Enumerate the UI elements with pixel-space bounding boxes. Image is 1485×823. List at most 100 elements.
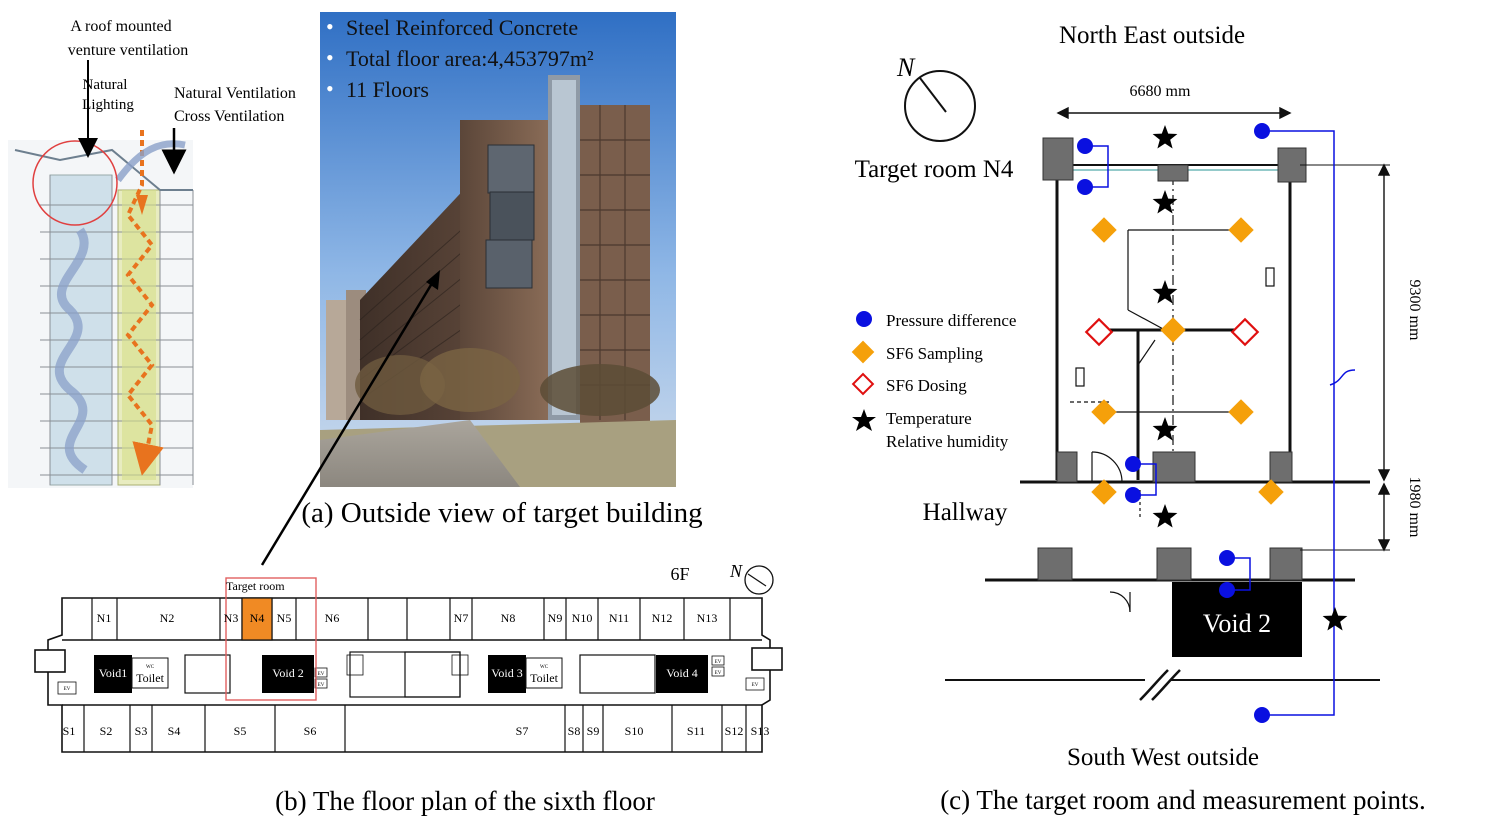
- pressure-point: [1219, 550, 1235, 566]
- void-3: [488, 655, 526, 693]
- dimensions: [1056, 106, 1391, 552]
- ev-label-6: EV: [752, 683, 759, 688]
- floor-plan: [34, 597, 783, 753]
- photo-bullet-glyph-1: •: [326, 14, 334, 39]
- pointer-line: [260, 279, 436, 566]
- target-room-label: Target room: [226, 579, 285, 593]
- void-2: [262, 655, 314, 693]
- legend-dosing-marker: [851, 372, 875, 396]
- pressure-point: [1125, 487, 1141, 503]
- room-n10: N10: [572, 611, 593, 625]
- legend-dosing: SF6 Dosing: [886, 376, 967, 395]
- room-n6: N6: [325, 611, 340, 625]
- building-photo: • Steel Reinforced Concrete • Total floo…: [260, 12, 676, 566]
- photo-bullet-2: Total floor area:4,453797m²: [346, 46, 594, 71]
- dosing-point: [1230, 317, 1260, 347]
- room-n11: N11: [609, 611, 629, 625]
- building-section-diagram: A roof mounted venture ventilation Natur…: [8, 18, 296, 488]
- room-s13: S13: [751, 724, 770, 738]
- temperature-point: [1152, 125, 1178, 149]
- pressure-point: [1254, 123, 1270, 139]
- room-s12: S12: [725, 724, 744, 738]
- target-room-n4: [241, 597, 273, 641]
- temperature-point: [1152, 190, 1178, 214]
- room-s5: S5: [234, 724, 247, 738]
- void-3-label: Void 3: [491, 666, 522, 680]
- sampling-point: [1228, 217, 1254, 243]
- legend-pressure-marker: [856, 311, 872, 327]
- caption-c: (c) The target room and measurement poin…: [940, 785, 1426, 815]
- room-s11: S11: [687, 724, 705, 738]
- void-1: [94, 655, 132, 693]
- compass-large: N: [896, 53, 976, 142]
- legend-humidity: Relative humidity: [886, 432, 1009, 451]
- room-s9: S9: [587, 724, 600, 738]
- room-n12: N12: [652, 611, 673, 625]
- dim-hall-label: 1980 mm: [1406, 477, 1423, 538]
- void-4-label: Void 4: [666, 666, 697, 680]
- room-n9: N9: [548, 611, 563, 625]
- legend-temp: Temperature: [886, 409, 972, 428]
- legend-sampling-marker: [851, 340, 875, 364]
- sampling-point: [1160, 317, 1186, 343]
- room-s7: S7: [516, 724, 529, 738]
- dim-height-label: 9300 mm: [1406, 280, 1423, 341]
- pressure-point: [1219, 582, 1235, 598]
- room-s10: S10: [625, 724, 644, 738]
- natural-ventilation-label: Natural Ventilation: [174, 85, 296, 102]
- roof-vent-label: A roof mounted: [70, 18, 171, 35]
- room-n2: N2: [160, 611, 175, 625]
- legend-sampling: SF6 Sampling: [886, 344, 983, 363]
- toilet-label-1: Toilet: [136, 671, 164, 685]
- ev-label-3: EV: [318, 683, 325, 688]
- pressure-point: [1077, 179, 1093, 195]
- void-2-block: [1172, 582, 1302, 657]
- legend-pressure: Pressure difference: [886, 311, 1016, 330]
- cross-ventilation-label: Cross Ventilation: [174, 108, 284, 125]
- temperature-point: [1152, 417, 1178, 441]
- room-n13: N13: [697, 611, 718, 625]
- wc-label-1: WC: [146, 665, 155, 670]
- photo-bullet-glyph-2: •: [326, 45, 334, 70]
- temperature-point: [1152, 504, 1178, 528]
- room-n8: N8: [501, 611, 516, 625]
- caption-a: (a) Outside view of target building: [301, 497, 702, 529]
- ev-label-5: EV: [715, 671, 722, 676]
- room-n7: N7: [454, 611, 469, 625]
- sampling-point: [1228, 399, 1254, 425]
- ev-label-2: EV: [318, 672, 325, 677]
- north-east-label: North East outside: [1059, 22, 1245, 49]
- photo-bullet-glyph-3: •: [326, 76, 334, 101]
- temperature-point: [1152, 280, 1178, 304]
- ev-label-4: EV: [715, 660, 722, 665]
- natural-lighting-label: Natural: [83, 77, 128, 93]
- void-4: [656, 655, 708, 693]
- north-label-large: N: [896, 53, 916, 82]
- pressure-point: [1077, 138, 1093, 154]
- room-s4: S4: [168, 724, 181, 738]
- sampling-point: [1091, 217, 1117, 243]
- north-label-small: N: [729, 561, 743, 581]
- legend: Pressure difference SF6 Sampling SF6 Dos…: [851, 311, 1016, 451]
- room-s2: S2: [100, 724, 113, 738]
- roof-vent-label-2: venture ventilation: [68, 42, 188, 59]
- room-s8: S8: [568, 724, 581, 738]
- toilet-label-2: Toilet: [530, 671, 558, 685]
- photo-bullet-1: Steel Reinforced Concrete: [346, 15, 578, 40]
- pressure-point: [1125, 456, 1141, 472]
- room-s3: S3: [135, 724, 148, 738]
- dosing-point: [1084, 317, 1114, 347]
- room-s1: S1: [63, 724, 76, 738]
- wc-label-2: WC: [540, 665, 549, 670]
- void-2-large-label: Void 2: [1203, 609, 1271, 638]
- temperature-point: [1322, 607, 1348, 631]
- pressure-point: [1254, 707, 1270, 723]
- compass-small: [744, 565, 774, 595]
- room-n5: N5: [277, 611, 292, 625]
- target-room-n4-label: Target room N4: [855, 156, 1014, 183]
- room-n3: N3: [224, 611, 239, 625]
- target-room-box: [225, 577, 317, 701]
- photo-bullet-3: 11 Floors: [346, 77, 429, 102]
- columns: [1037, 137, 1307, 581]
